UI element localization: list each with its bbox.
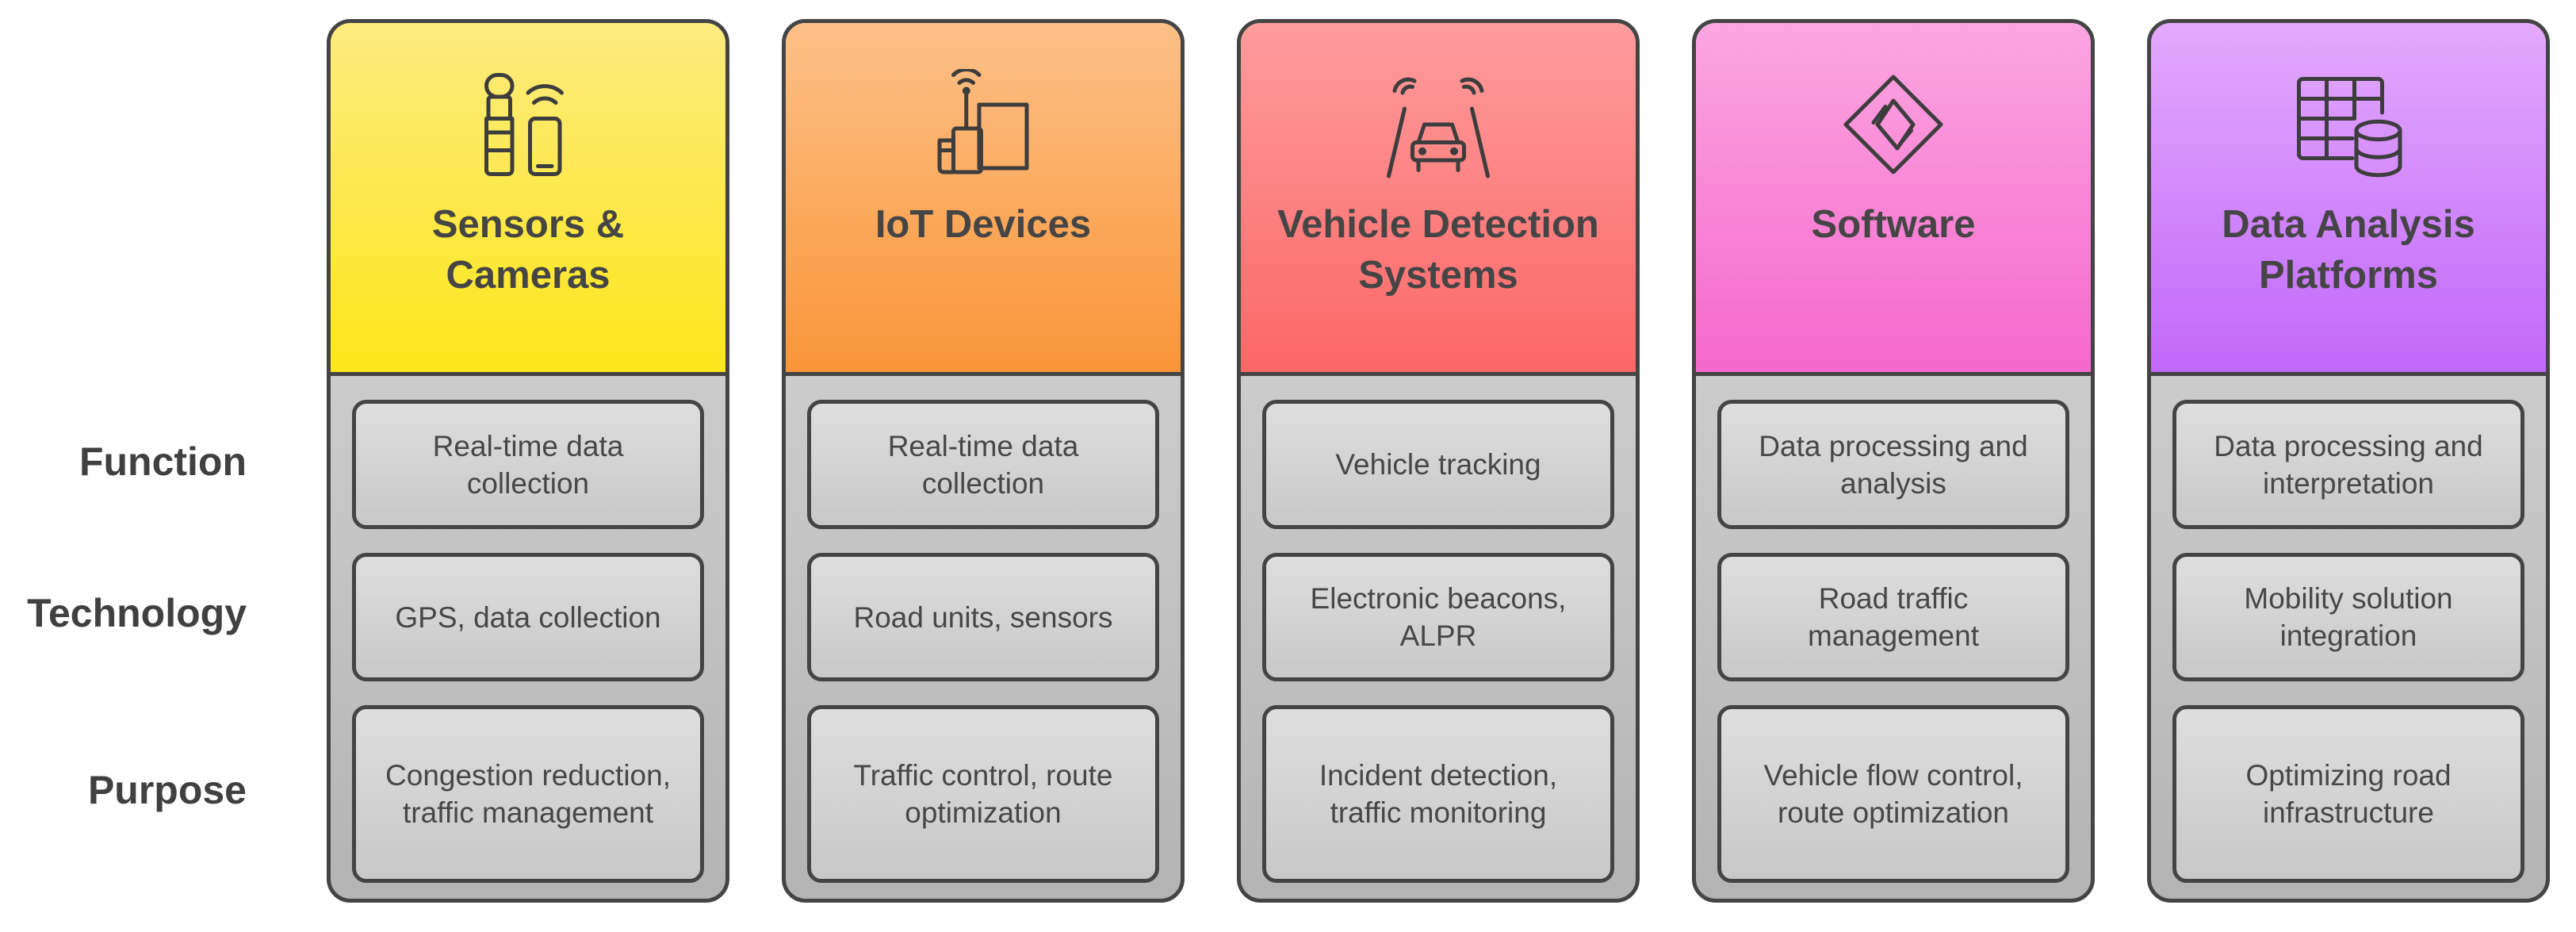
software-icon	[1834, 69, 1953, 188]
cell-purpose: Vehicle flow control, route optimization	[1717, 705, 2069, 883]
cell-technology: Road units, sensors	[807, 553, 1159, 681]
iot-device-icon	[924, 69, 1043, 188]
row-label-function: Function	[78, 439, 247, 484]
cell-function: Real-time data collection	[352, 400, 704, 529]
column-software: Software Data processing and analysis Ro…	[1692, 19, 2095, 903]
cell-function: Data processing and interpretation	[2172, 400, 2524, 529]
column-vehicle-detection: Vehicle Detection Systems Vehicle tracki…	[1237, 19, 1640, 903]
column-title: Software	[1811, 203, 1976, 246]
row-label-purpose: Purpose	[87, 768, 247, 812]
cell-technology: Electronic beacons, ALPR	[1262, 553, 1614, 681]
column-header: Vehicle Detection Systems	[1241, 23, 1636, 376]
column-iot-devices: IoT Devices Real-time data collection Ro…	[782, 19, 1185, 903]
cell-technology: Road traffic management	[1717, 553, 2069, 681]
column-header: Software	[1696, 23, 2091, 376]
column-sensors-cameras: Sensors & Cameras Real-time data collect…	[327, 19, 729, 903]
cell-purpose: Incident detection, traffic monitoring	[1262, 705, 1614, 883]
column-data-analysis: Data Analysis Platforms Data processing …	[2147, 19, 2550, 903]
column-header: Data Analysis Platforms	[2151, 23, 2546, 376]
row-label-technology: Technology	[27, 591, 247, 635]
cell-function: Data processing and analysis	[1717, 400, 2069, 529]
cell-function: Vehicle tracking	[1262, 400, 1614, 529]
column-title: Data Analysis Platforms	[2222, 203, 2475, 297]
cell-purpose: Optimizing road infrastructure	[2172, 705, 2524, 883]
cell-function: Real-time data collection	[807, 400, 1159, 529]
vehicle-detection-icon	[1379, 69, 1498, 188]
column-header: Sensors & Cameras	[331, 23, 725, 376]
cell-technology: GPS, data collection	[352, 553, 704, 681]
cell-purpose: Congestion reduction, traffic management	[352, 705, 704, 883]
sensor-camera-icon	[469, 69, 588, 188]
cell-technology: Mobility solution integration	[2172, 553, 2524, 681]
cell-purpose: Traffic control, route optimization	[807, 705, 1159, 883]
column-header: IoT Devices	[786, 23, 1181, 376]
column-title: Vehicle Detection Systems	[1277, 203, 1599, 297]
column-title: Sensors & Cameras	[431, 203, 625, 297]
column-title: IoT Devices	[875, 203, 1092, 246]
data-platform-icon	[2289, 69, 2408, 188]
